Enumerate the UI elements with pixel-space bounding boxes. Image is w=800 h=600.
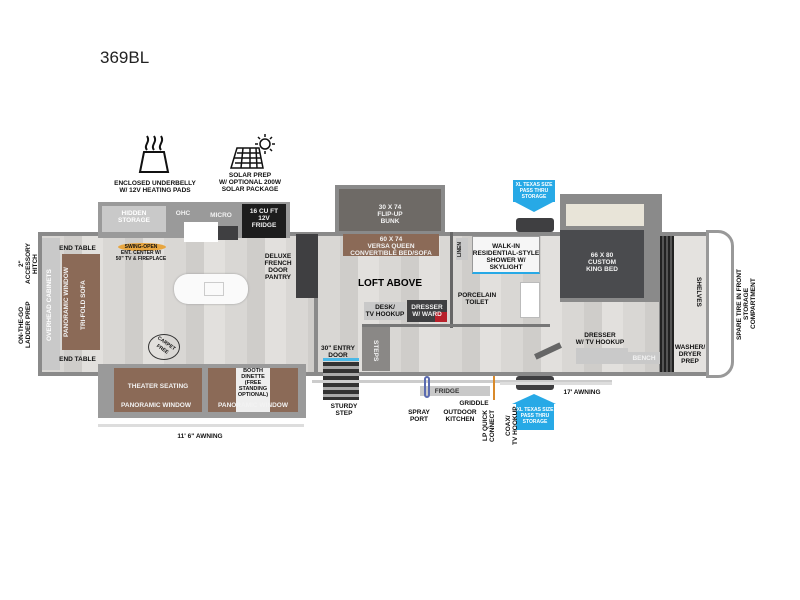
end-table-bottom-label: END TABLE: [59, 356, 96, 363]
sofa-label: TRI-FOLD SOFA: [80, 280, 87, 330]
ohc-label: OHC: [175, 210, 191, 217]
front-awning-label: 11' 6" AWNING: [177, 433, 223, 440]
lp-line: [493, 376, 495, 400]
steps-box: [362, 327, 390, 371]
shower-label: WALK-IN RESIDENTIAL-STYLE SHOWER W/ SKYL…: [472, 243, 540, 271]
bench-label: BENCH: [632, 355, 656, 362]
outdoor-fridge[interactable]: [420, 386, 490, 396]
washer-label: WASHER/ DRYER PREP: [674, 344, 706, 365]
underbelly-label: ENCLOSED UNDERBELLY W/ 12V HEATING PADS: [114, 180, 196, 194]
spare-tire-label: SPARE TIRE IN FRONT STORAGE COMPARTMENT: [736, 268, 757, 340]
king-bed[interactable]: [560, 230, 644, 298]
outdoor-fridge-label: FRIDGE: [434, 388, 460, 395]
coax-label: COAX/ TV HOOKUP: [505, 406, 519, 446]
desk-label: DESK/ TV HOOKUP: [365, 304, 405, 318]
storage-bottom-arrow: [512, 394, 556, 404]
spray-port-label: SPRAY PORT: [408, 409, 430, 423]
toilet-label: PORCELAIN TOILET: [457, 292, 497, 306]
bathroom-sink: [520, 282, 540, 318]
panoramic-window-2-label: PANORAMIC WINDOW: [218, 402, 288, 409]
kitchen-island: [174, 274, 248, 304]
ladder-label: ON-THE-GO LADDER PREP: [18, 301, 32, 349]
dresser-tv-label: DRESSER W/ TV HOOKUP: [575, 332, 625, 346]
ent-center-label: SWING-OPEN ENT. CENTER W/ 50" TV & FIREP…: [115, 244, 167, 262]
overhead-cabinets: [42, 238, 60, 370]
model-title: 369BL: [100, 48, 150, 67]
dresser-accent: [435, 312, 447, 322]
fridge-16[interactable]: [242, 204, 286, 238]
shower[interactable]: [472, 236, 540, 274]
hitch-label: 2" ACCESSORY HITCH: [18, 243, 39, 285]
kitchen-counter: [184, 222, 218, 242]
loft-label: LOFT ABOVE: [357, 278, 423, 289]
bunk-label: 30 X 74 FLIP-UP BUNK: [377, 204, 403, 225]
pantry[interactable]: [296, 234, 322, 298]
panoramic-window-front-label: PANORAMIC WINDOW: [63, 267, 70, 337]
desk[interactable]: [364, 302, 406, 320]
storage-top-door: [516, 218, 554, 232]
hidden-storage[interactable]: [102, 206, 166, 232]
tri-fold-sofa[interactable]: [62, 254, 100, 350]
pass-thru-storage-bottom: XL TEXAS SIZE PASS THRU STORAGE: [516, 404, 554, 430]
dresser[interactable]: [576, 348, 628, 364]
pantry-label: DELUXE FRENCH DOOR PANTRY: [264, 253, 292, 281]
solar-panel-icon: [229, 134, 275, 169]
carpet-free-badge: [148, 334, 180, 360]
solar-label: SOLAR PREP W/ OPTIONAL 200W SOLAR PACKAG…: [219, 172, 281, 193]
entry-door[interactable]: [323, 358, 359, 361]
dinette-table: [236, 368, 270, 412]
fireplace: [118, 243, 166, 251]
bench[interactable]: [628, 352, 660, 364]
storage-top-arrow: [515, 202, 553, 212]
spray-port-hose: [424, 376, 430, 398]
end-table-top-label: END TABLE: [59, 245, 96, 252]
flip-up-bunk[interactable]: [339, 189, 441, 231]
linen-cabinet[interactable]: [456, 238, 468, 260]
sturdy-step-label: STURDY STEP: [330, 403, 358, 417]
interior-wall: [450, 232, 453, 328]
rear-awning-label: 17' AWNING: [563, 389, 601, 396]
shelves-label: SHELVES: [695, 277, 702, 307]
stove: [218, 226, 238, 240]
front-awning: [98, 424, 304, 427]
wardrobe-doors[interactable]: [660, 236, 674, 372]
steps-label: STEPS: [372, 340, 379, 362]
hidden-storage-label: HIDDEN STORAGE: [117, 210, 151, 224]
rear-awning: [500, 382, 612, 385]
king-bed-label: 66 X 80 CUSTOM KING BED: [586, 252, 618, 273]
interior-wall-2: [362, 324, 550, 327]
griddle-label: GRIDDLE: [459, 400, 489, 407]
entry-door-label: 30" ENTRY DOOR: [321, 345, 355, 359]
outdoor-kitchen-label: OUTDOOR KITCHEN: [443, 409, 477, 423]
outdoor-kitchen-rail: [312, 380, 612, 383]
theater-seating-label: THEATER SEATING: [127, 383, 189, 390]
panoramic-window-1-label: PANORAMIC WINDOW: [121, 402, 191, 409]
pass-thru-storage-top: XL TEXAS SIZE PASS THRU STORAGE: [513, 180, 555, 202]
linen-label: LINEN: [457, 242, 463, 258]
bed-pillows: [566, 204, 644, 226]
fridge-16-label: 16 CU FT 12V FRIDGE: [249, 208, 279, 229]
micro-label: MICRO: [210, 212, 232, 219]
theater-seating[interactable]: [114, 368, 202, 412]
heating-pad-icon: [138, 135, 170, 173]
overhead-cabinets-label: OVERHEAD CABINETS: [46, 269, 53, 341]
lp-label: LP QUICK CONNECT: [482, 409, 496, 443]
sink: [204, 282, 224, 296]
front-storage-cap: [706, 230, 734, 378]
dinette-label: BOOTH DINETTE (FREE STANDING OPTIONAL): [237, 368, 269, 398]
versa-queen-bed[interactable]: [343, 234, 439, 256]
dresser-ward-label: DRESSER W/ WARD: [411, 304, 443, 318]
versa-label: 60 X 74 VERSA QUEEN CONVERTIBLE BED/SOFA: [350, 236, 432, 257]
